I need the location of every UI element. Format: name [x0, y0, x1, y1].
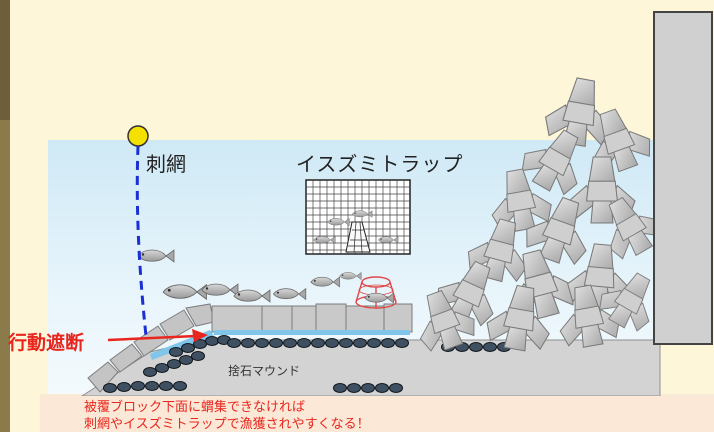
- tetrapod-block: [544, 77, 612, 148]
- rubble-stone: [205, 336, 219, 346]
- photo-edge: [0, 0, 10, 432]
- rubble-stone: [381, 338, 395, 348]
- rubble-stone: [167, 359, 181, 369]
- rubble-stone: [339, 338, 353, 348]
- rubble-stone: [179, 355, 193, 365]
- rubble-stone: [395, 338, 409, 348]
- tetrapod-block: [526, 196, 587, 266]
- fish: [339, 271, 362, 281]
- fish: [364, 292, 394, 304]
- rubble-stone: [367, 338, 381, 348]
- gillnet-buoy: [127, 125, 149, 147]
- rubble-stone: [145, 381, 159, 391]
- fish: [313, 235, 336, 245]
- rubble-stone: [469, 342, 483, 352]
- rubble-stone: [143, 367, 157, 377]
- fish: [327, 217, 350, 227]
- rubble-stone: [191, 351, 205, 361]
- fish: [310, 276, 340, 288]
- rubble-stone: [227, 338, 241, 348]
- tetrapod-block: [486, 284, 550, 352]
- tetrapod-block: [419, 290, 475, 352]
- tetrapod-block: [599, 272, 651, 332]
- rubble-stone: [103, 383, 117, 393]
- caption-band: [40, 396, 714, 432]
- gillnet-line: [135, 145, 148, 337]
- behavior-block-arrow: [107, 329, 208, 342]
- caption-line-1: 被覆ブロック下面に蝟集できなければ: [84, 400, 306, 415]
- rubble-stone: [375, 383, 389, 393]
- rubble-stone: [159, 381, 173, 391]
- fish: [378, 236, 399, 244]
- rubble-stone: [389, 383, 403, 393]
- tetrapod-block: [467, 218, 527, 283]
- rubble-stone: [131, 381, 145, 391]
- fish: [201, 283, 239, 297]
- tetrapod-armor: [419, 77, 663, 352]
- rubble-stone: [325, 338, 339, 348]
- rubble-stone: [173, 381, 187, 391]
- rubble-stone: [169, 347, 183, 357]
- fish-school: [137, 210, 399, 304]
- fish: [137, 249, 175, 263]
- seawall: [653, 11, 713, 345]
- fish: [352, 210, 373, 218]
- rubble-stone: [155, 363, 169, 373]
- fish-trap-label: イスズミトラップ: [296, 152, 464, 176]
- tetrapod-block: [521, 129, 579, 196]
- caption-line-2: 刺網やイスズミトラップで漁獲されやすくなる！: [84, 417, 370, 432]
- rubble-stone: [255, 338, 269, 348]
- rubble-stone: [241, 338, 255, 348]
- rubble-stone: [269, 338, 283, 348]
- rubble-stone: [311, 338, 325, 348]
- rubble-stone: [347, 383, 361, 393]
- fish: [272, 287, 307, 301]
- tetrapod-block: [559, 284, 620, 348]
- gillnet-label: 刺網: [146, 152, 186, 176]
- rubble-stone: [483, 342, 497, 352]
- fish: [233, 289, 271, 303]
- rubble-stone: [333, 383, 347, 393]
- armor-blocks-top: [211, 303, 413, 333]
- rubble-stones: [103, 335, 511, 393]
- rubble-stone: [117, 382, 131, 392]
- rubble-stone: [297, 338, 311, 348]
- rubble-stone: [181, 343, 195, 353]
- tetrapod-block: [592, 108, 651, 174]
- photo-edge-top: [0, 0, 10, 120]
- caption: 被覆ブロック下面に蝟集できなければ 刺網やイスズミトラップで漁獲されやすくなる！: [84, 399, 370, 432]
- armor-blocks-slope: [87, 303, 215, 393]
- rubble-stone: [361, 383, 375, 393]
- rubble-mound-label: 捨石マウンド: [228, 364, 301, 378]
- rubble-stone: [283, 338, 297, 348]
- rubble-stone: [353, 338, 367, 348]
- behavior-block-label: 行動遮断: [8, 332, 85, 354]
